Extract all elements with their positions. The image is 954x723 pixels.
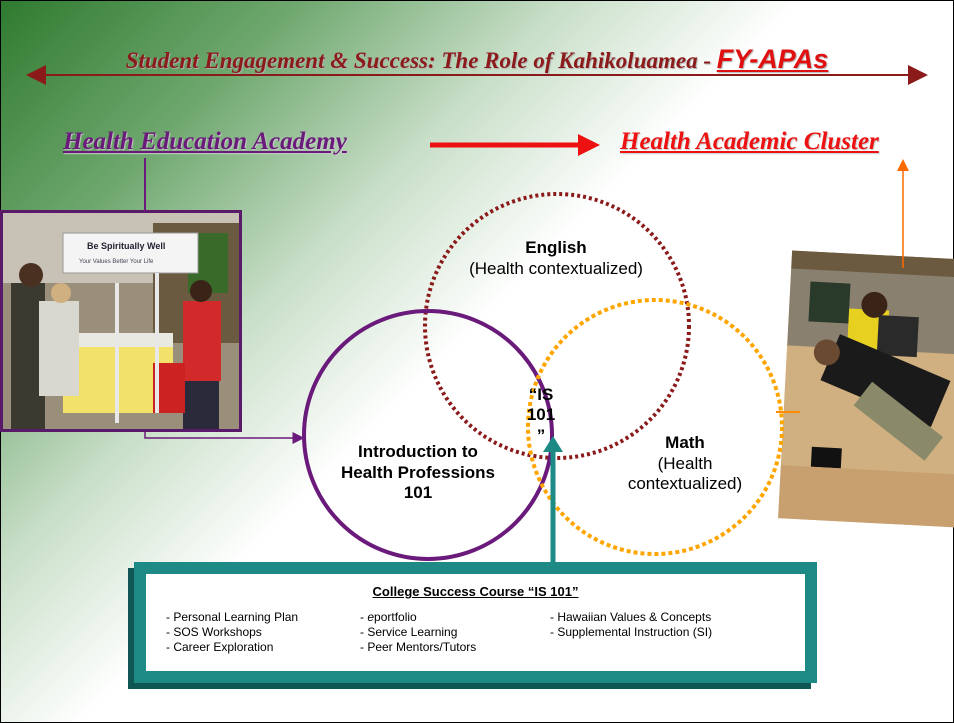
- course-column-2: - eportfolio - Service Learning - Peer M…: [360, 610, 476, 655]
- course-item-eportfolio: portfolio: [374, 610, 417, 624]
- english-label: English (Health contextualized): [418, 238, 694, 279]
- course-column-1: - Personal Learning Plan - SOS Workshops…: [166, 610, 298, 655]
- health-fair-photo: Be Spiritually Well Your Values Better Y…: [0, 210, 242, 432]
- intro-line-2: Health Professions: [341, 462, 495, 482]
- health-fair-photo-illustration: Be Spiritually Well Your Values Better Y…: [3, 213, 239, 429]
- sign-line-2: Your Values Better Your Life: [79, 259, 154, 265]
- course-item: - Supplemental Instruction (SI): [550, 625, 713, 639]
- math-circle: [526, 298, 784, 556]
- photo-to-intro-arrow: [144, 432, 305, 444]
- math-note-1: (Health: [657, 453, 713, 473]
- sign-line-1: Be Spiritually Well: [87, 241, 165, 251]
- english-circle: [423, 192, 691, 460]
- emergency-response-photo: [778, 250, 954, 528]
- center-line-2: 101: [526, 405, 556, 425]
- course-column-3: - Hawaiian Values & Concepts - Supplemen…: [550, 610, 712, 640]
- course-item: - Personal Learning Plan: [166, 610, 299, 624]
- course-item: - SOS Workshops: [166, 625, 262, 639]
- course-box-title: College Success Course “IS 101”: [372, 584, 579, 599]
- intro-line-3: 101: [403, 483, 433, 503]
- intro-circle: [302, 309, 554, 561]
- intro-line-1: Introduction to: [358, 442, 478, 461]
- course-item: - Service Learning: [360, 625, 458, 639]
- emergency-response-photo-illustration: [778, 250, 954, 528]
- course-item: - Peer Mentors/Tutors: [360, 640, 477, 654]
- is101-center-label: “IS 101 ”: [516, 385, 566, 446]
- course-item-italic-e: e: [367, 610, 375, 624]
- academy-to-cluster-arrow-head: [578, 134, 600, 156]
- course-item: - eportfolio: [360, 610, 417, 624]
- english-name: English: [525, 238, 587, 257]
- course-item: - Career Exploration: [166, 640, 274, 654]
- health-education-academy-heading: Health Education Academy: [63, 128, 347, 155]
- math-label: Math (Health contextualized): [590, 433, 780, 495]
- college-success-course-box: College Success Course “IS 101” - Person…: [134, 562, 817, 683]
- math-note-2: contextualized): [627, 474, 743, 494]
- english-note: (Health contextualized): [469, 258, 643, 278]
- course-item: - Hawaiian Values & Concepts: [550, 610, 712, 624]
- health-academic-cluster-heading: Health Academic Cluster: [620, 128, 879, 155]
- intro-label: Introduction to Health Professions 101: [298, 442, 538, 504]
- math-name: Math: [665, 433, 705, 452]
- course-to-center-arrow-head: [543, 436, 563, 452]
- center-line-1: “IS: [528, 385, 554, 404]
- center-line-3: ”: [536, 425, 546, 445]
